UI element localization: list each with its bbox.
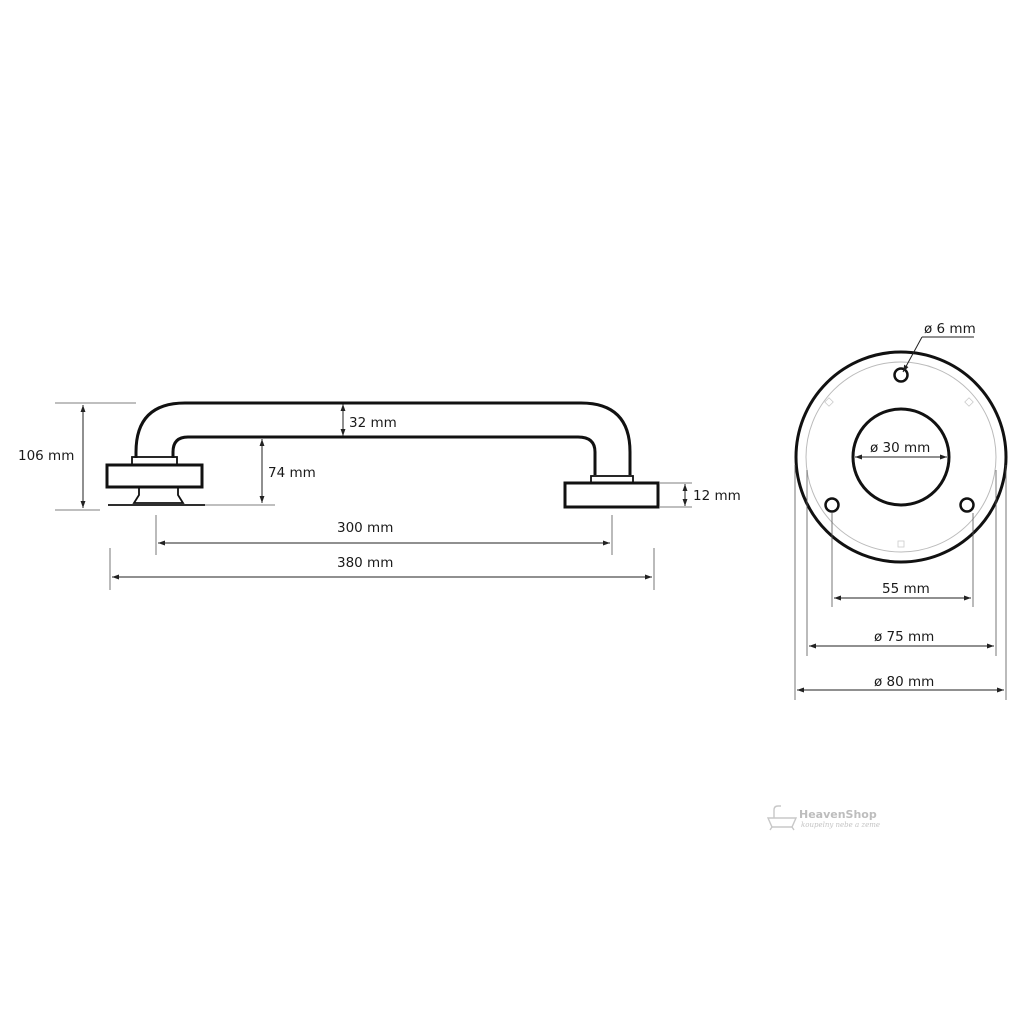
screw-hole-left [824,497,840,513]
dim-plate-diameter: ø 75 mm [874,629,934,645]
plate-mark [964,397,974,407]
dim-base-thickness: 12 mm [693,488,741,504]
dim-outer-diameter: ø 80 mm [874,674,934,690]
left-flange [132,487,185,504]
plate-mark [824,397,834,407]
dim-center-distance: 300 mm [337,520,393,536]
logo-name: HeavenShop [799,808,877,821]
left-mount [105,456,205,506]
right-base-plate [563,481,660,509]
outer-rosette [794,350,1008,564]
bar-tube-inner [171,435,597,475]
logo-tagline: koupelny nebe a zeme [801,821,880,829]
heavenshop-logo: HeavenShop koupelny nebe a zeme [766,805,880,831]
dim-overall-length: 380 mm [337,555,393,571]
right-mount [563,475,660,509]
dim-hole-diameter: ø 6 mm [924,321,976,337]
dim-inner-diameter: ø 30 mm [870,440,930,456]
plate-mark [897,540,905,548]
dim-overall-height: 106 mm [18,448,74,464]
dim-tube-diameter: 32 mm [349,415,397,431]
bar-tube-outer [134,401,632,475]
dim-hole-spacing: 55 mm [882,581,930,597]
side-view: 106 mm 32 mm 74 mm 12 mm 300 mm 380 mm [18,401,741,590]
mounting-plate [805,361,997,553]
screw-hole-top [893,367,909,383]
screw-hole-right [959,497,975,513]
left-base-plate [105,463,204,489]
bathtub-icon [766,805,798,831]
inner-opening [851,407,951,507]
front-view: ø 6 mm ø 30 mm 55 mm ø 75 mm ø 80 mm [794,321,1008,700]
dim-inner-height: 74 mm [268,465,316,481]
